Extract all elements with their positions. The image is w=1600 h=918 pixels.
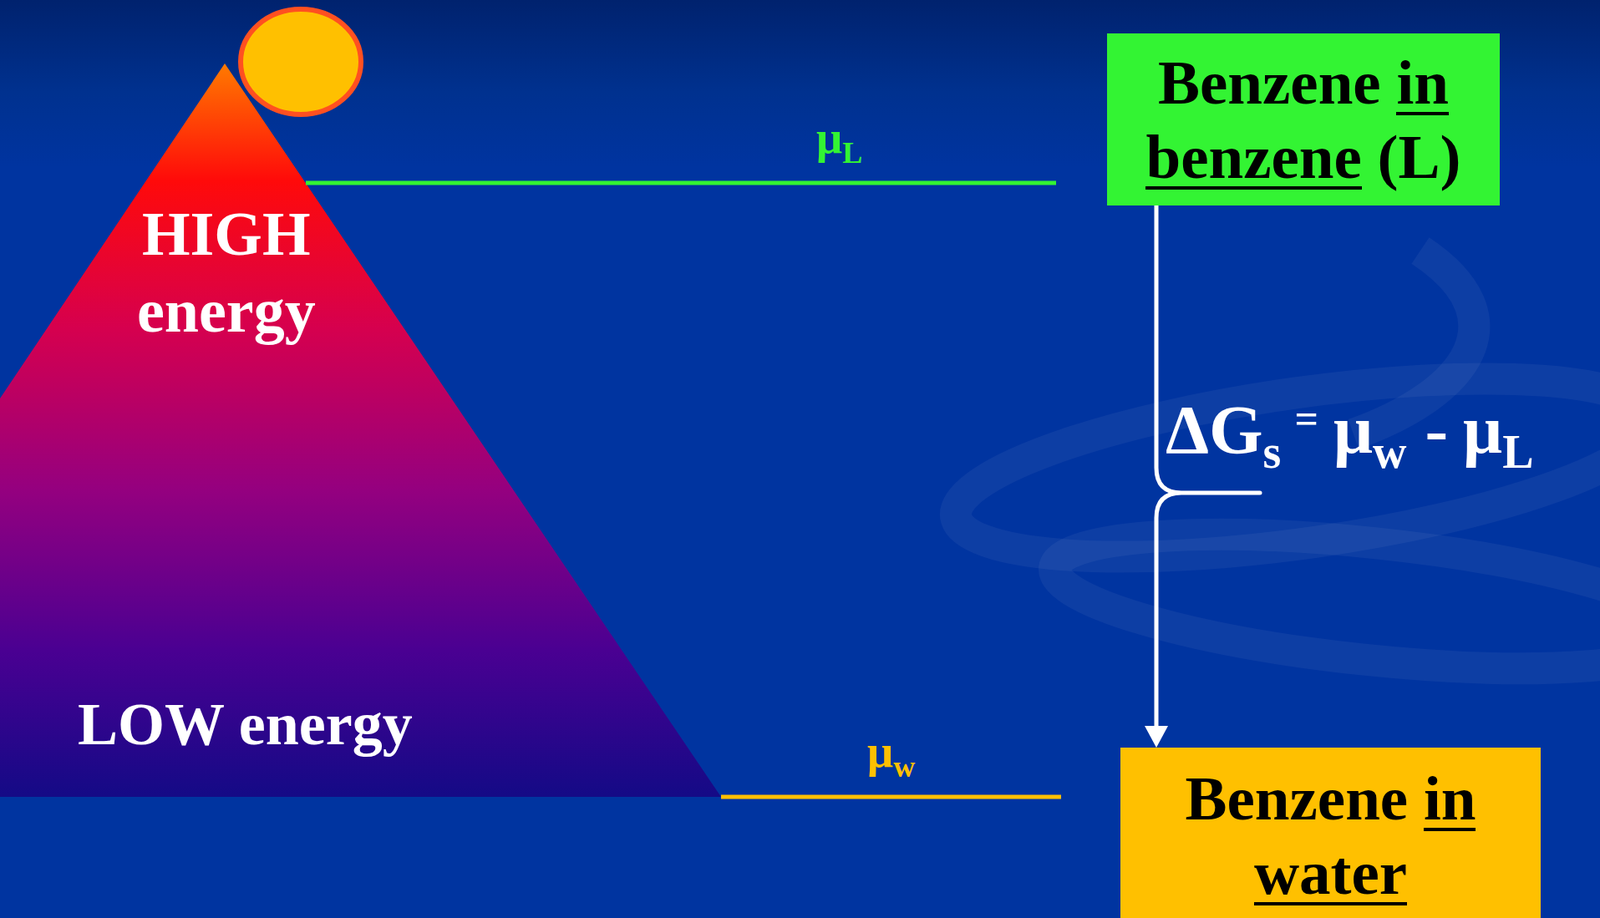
chemical-potential-label: μw bbox=[867, 728, 915, 775]
label-text: LOW energy bbox=[77, 694, 413, 755]
background-swirl bbox=[945, 250, 1600, 693]
word-underline bbox=[1423, 827, 1477, 832]
label-text: s bbox=[1263, 428, 1282, 476]
label-text: L bbox=[842, 137, 863, 168]
free-energy-formula: ΔGs=μw-μL bbox=[1165, 395, 1534, 465]
label-text: w bbox=[1372, 428, 1407, 476]
arrow-head bbox=[1144, 726, 1169, 748]
label-text: μ bbox=[867, 728, 894, 775]
energy-label: LOW energy bbox=[77, 694, 413, 755]
label-text: - bbox=[1424, 395, 1448, 465]
label-text: energy bbox=[137, 279, 316, 342]
mu-l-level-line bbox=[305, 181, 1057, 186]
word-underline bbox=[1254, 902, 1407, 906]
energy-bracket-arrow bbox=[1144, 205, 1260, 748]
bracket-line bbox=[1156, 205, 1260, 727]
label-text: μ bbox=[1333, 395, 1373, 465]
state-box: Benzene in water bbox=[1120, 747, 1541, 918]
energy-label: energy bbox=[137, 279, 316, 342]
word-underline bbox=[1145, 186, 1362, 190]
energy-triangle bbox=[0, 63, 722, 798]
mu-w-level-line bbox=[721, 795, 1062, 800]
label-text: μ bbox=[816, 114, 843, 161]
state-box: Benzene in benzene (L) bbox=[1107, 33, 1500, 206]
label-text: L bbox=[1502, 428, 1534, 476]
chemical-potential-label: μL bbox=[816, 114, 863, 161]
label-text: ΔG bbox=[1165, 395, 1264, 465]
box-text: Benzene in benzene (L) bbox=[1123, 45, 1484, 194]
box-text: Benzene in water bbox=[1147, 761, 1515, 910]
energy-label: HIGH bbox=[142, 203, 310, 265]
label-text: w bbox=[893, 751, 915, 783]
label-text: μ bbox=[1462, 395, 1503, 465]
ball bbox=[240, 9, 361, 115]
label-text: = bbox=[1294, 397, 1319, 440]
word-underline bbox=[1396, 111, 1449, 116]
label-text: HIGH bbox=[142, 203, 310, 265]
